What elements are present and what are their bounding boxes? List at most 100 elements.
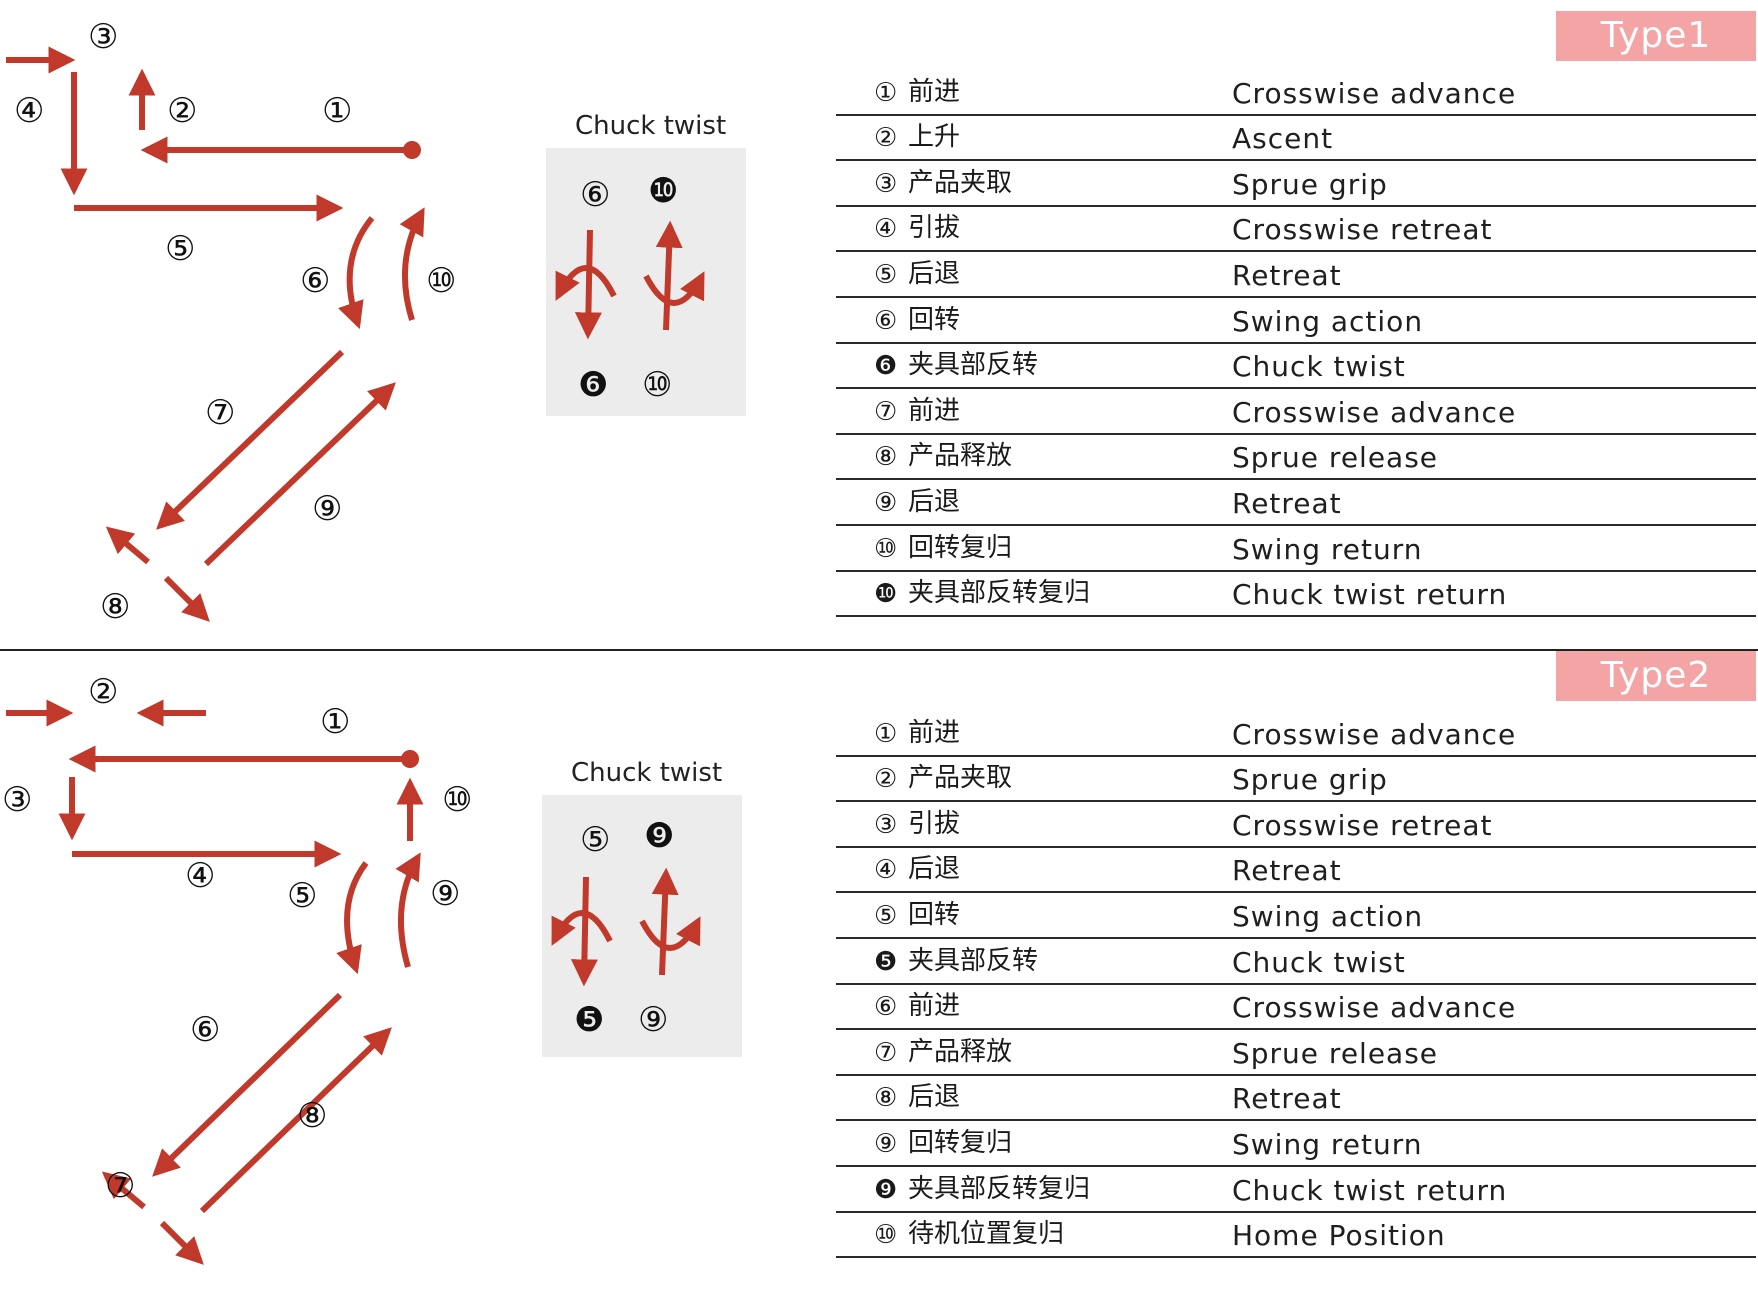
- type2-badge: Type2: [1556, 651, 1756, 701]
- chuck-twist-down-icon: [574, 229, 602, 340]
- type2-arrows: [6, 699, 424, 1265]
- chuck-twist-down-icon: [570, 876, 598, 987]
- label-9: ⑨: [430, 874, 460, 914]
- step-chinese: 产品夹取: [908, 167, 1013, 198]
- chuck-bottom-left: ❺: [574, 1000, 604, 1040]
- step-number: ⑩: [874, 1220, 898, 1251]
- label-5: ⑤: [287, 876, 317, 916]
- label-4: ④: [14, 91, 44, 131]
- chuck-twist-arc-icon: [551, 910, 613, 946]
- label-7: ⑦: [205, 393, 235, 433]
- step-english: Retreat: [1232, 854, 1342, 888]
- label-9: ⑨: [312, 489, 342, 529]
- step-number: ❻: [874, 351, 898, 382]
- label-1: ①: [320, 702, 350, 742]
- label-5: ⑤: [165, 229, 195, 269]
- chuck-top-left: ⑥: [580, 175, 610, 215]
- step-english: Swing return: [1232, 1127, 1423, 1161]
- chuck-top-right: ❾: [644, 816, 674, 856]
- step-number: ②: [874, 123, 898, 154]
- arrow-8-diag: [199, 1027, 392, 1214]
- step-chinese: 前进: [908, 991, 961, 1022]
- step-english: Sprue grip: [1232, 763, 1388, 797]
- step-chinese: 前进: [908, 717, 961, 748]
- step-number: ❾: [874, 1174, 898, 1205]
- step-chinese: 夹具部反转: [908, 945, 1039, 976]
- type1-badge: Type1: [1556, 11, 1756, 61]
- step-number: ❺: [874, 946, 898, 977]
- step-number: ③: [874, 168, 898, 199]
- step-chinese: 夹具部反转复归: [908, 578, 1091, 609]
- step-number: ⑧: [874, 442, 898, 473]
- step-english: Swing action: [1232, 899, 1424, 933]
- step-english: Retreat: [1232, 258, 1342, 292]
- chuck-return-arc-icon: [639, 916, 701, 951]
- start-point: [401, 750, 419, 768]
- arrow-9-swing: [395, 852, 421, 968]
- step-chinese: 引拔: [908, 808, 961, 839]
- step-number: ①: [874, 718, 898, 749]
- step-number: ③: [874, 809, 898, 840]
- table-row: ③ 产品夹取 Sprue grip: [836, 161, 1756, 207]
- step-number: ②: [874, 764, 898, 795]
- chuck-twist-title: Chuck twist: [571, 758, 722, 788]
- step-english: Swing action: [1232, 304, 1424, 338]
- step-chinese: 回转: [908, 304, 961, 335]
- step-number: ⑦: [874, 396, 898, 427]
- step-number: ⑧: [874, 1083, 898, 1114]
- step-number: ⑩: [874, 533, 898, 564]
- step-chinese: 前进: [908, 76, 961, 107]
- step-chinese: 夹具部反转复归: [908, 1173, 1091, 1204]
- label-2: ②: [88, 672, 118, 712]
- chuck-bottom-right: ⑨: [638, 1000, 668, 1040]
- arrow-10-swing: [399, 207, 425, 321]
- label-1: ①: [322, 91, 352, 131]
- step-chinese: 回转复归: [908, 532, 1013, 563]
- step-english: Chuck twist: [1232, 945, 1406, 979]
- label-6: ⑥: [190, 1010, 220, 1050]
- step-chinese: 引拔: [908, 213, 961, 244]
- label-7: ⑦: [105, 1166, 135, 1206]
- arrow-8-a: [105, 526, 150, 565]
- label-8: ⑧: [297, 1096, 327, 1136]
- step-english: Home Position: [1232, 1219, 1446, 1253]
- step-english: Crosswise retreat: [1232, 213, 1493, 247]
- type1-motion-diagram: ③ ④ ② ① ⑤ ⑥ ⑩ ⑦ ⑨ ⑧ Chuck twist ⑥ ❿ ❻ ⑩: [6, 17, 746, 627]
- arrow-8-b: [163, 575, 210, 622]
- step-number: ④: [874, 214, 898, 245]
- step-chinese: 产品释放: [908, 1036, 1013, 1067]
- type1-arrows: [6, 46, 425, 622]
- step-chinese: 产品释放: [908, 441, 1013, 472]
- chuck-top-right: ❿: [648, 171, 678, 211]
- section-divider: [0, 649, 1758, 651]
- step-english: Retreat: [1232, 486, 1342, 520]
- step-english: Sprue grip: [1232, 167, 1388, 201]
- type1-section: ③ ④ ② ① ⑤ ⑥ ⑩ ⑦ ⑨ ⑧ Chuck twist ⑥ ❿ ❻ ⑩ …: [6, 11, 1756, 627]
- step-chinese: 后退: [908, 258, 961, 289]
- type2-motion-diagram: ② ① ③ ⑩ ④ ⑤ ⑨ ⑥ ⑧ ⑦ Chuck twist ⑤ ❾ ❺ ⑨: [2, 672, 742, 1265]
- start-point: [403, 141, 421, 159]
- arrow-7-a: [101, 1171, 146, 1210]
- step-number: ❿: [874, 579, 898, 610]
- step-english: Crosswise advance: [1232, 991, 1517, 1025]
- arrow-7-b: [159, 1220, 204, 1265]
- label-6: ⑥: [300, 261, 330, 301]
- label-8: ⑧: [100, 587, 130, 627]
- chuck-top-left: ⑤: [580, 820, 610, 860]
- step-english: Retreat: [1232, 1082, 1342, 1116]
- step-number: ⑤: [874, 900, 898, 931]
